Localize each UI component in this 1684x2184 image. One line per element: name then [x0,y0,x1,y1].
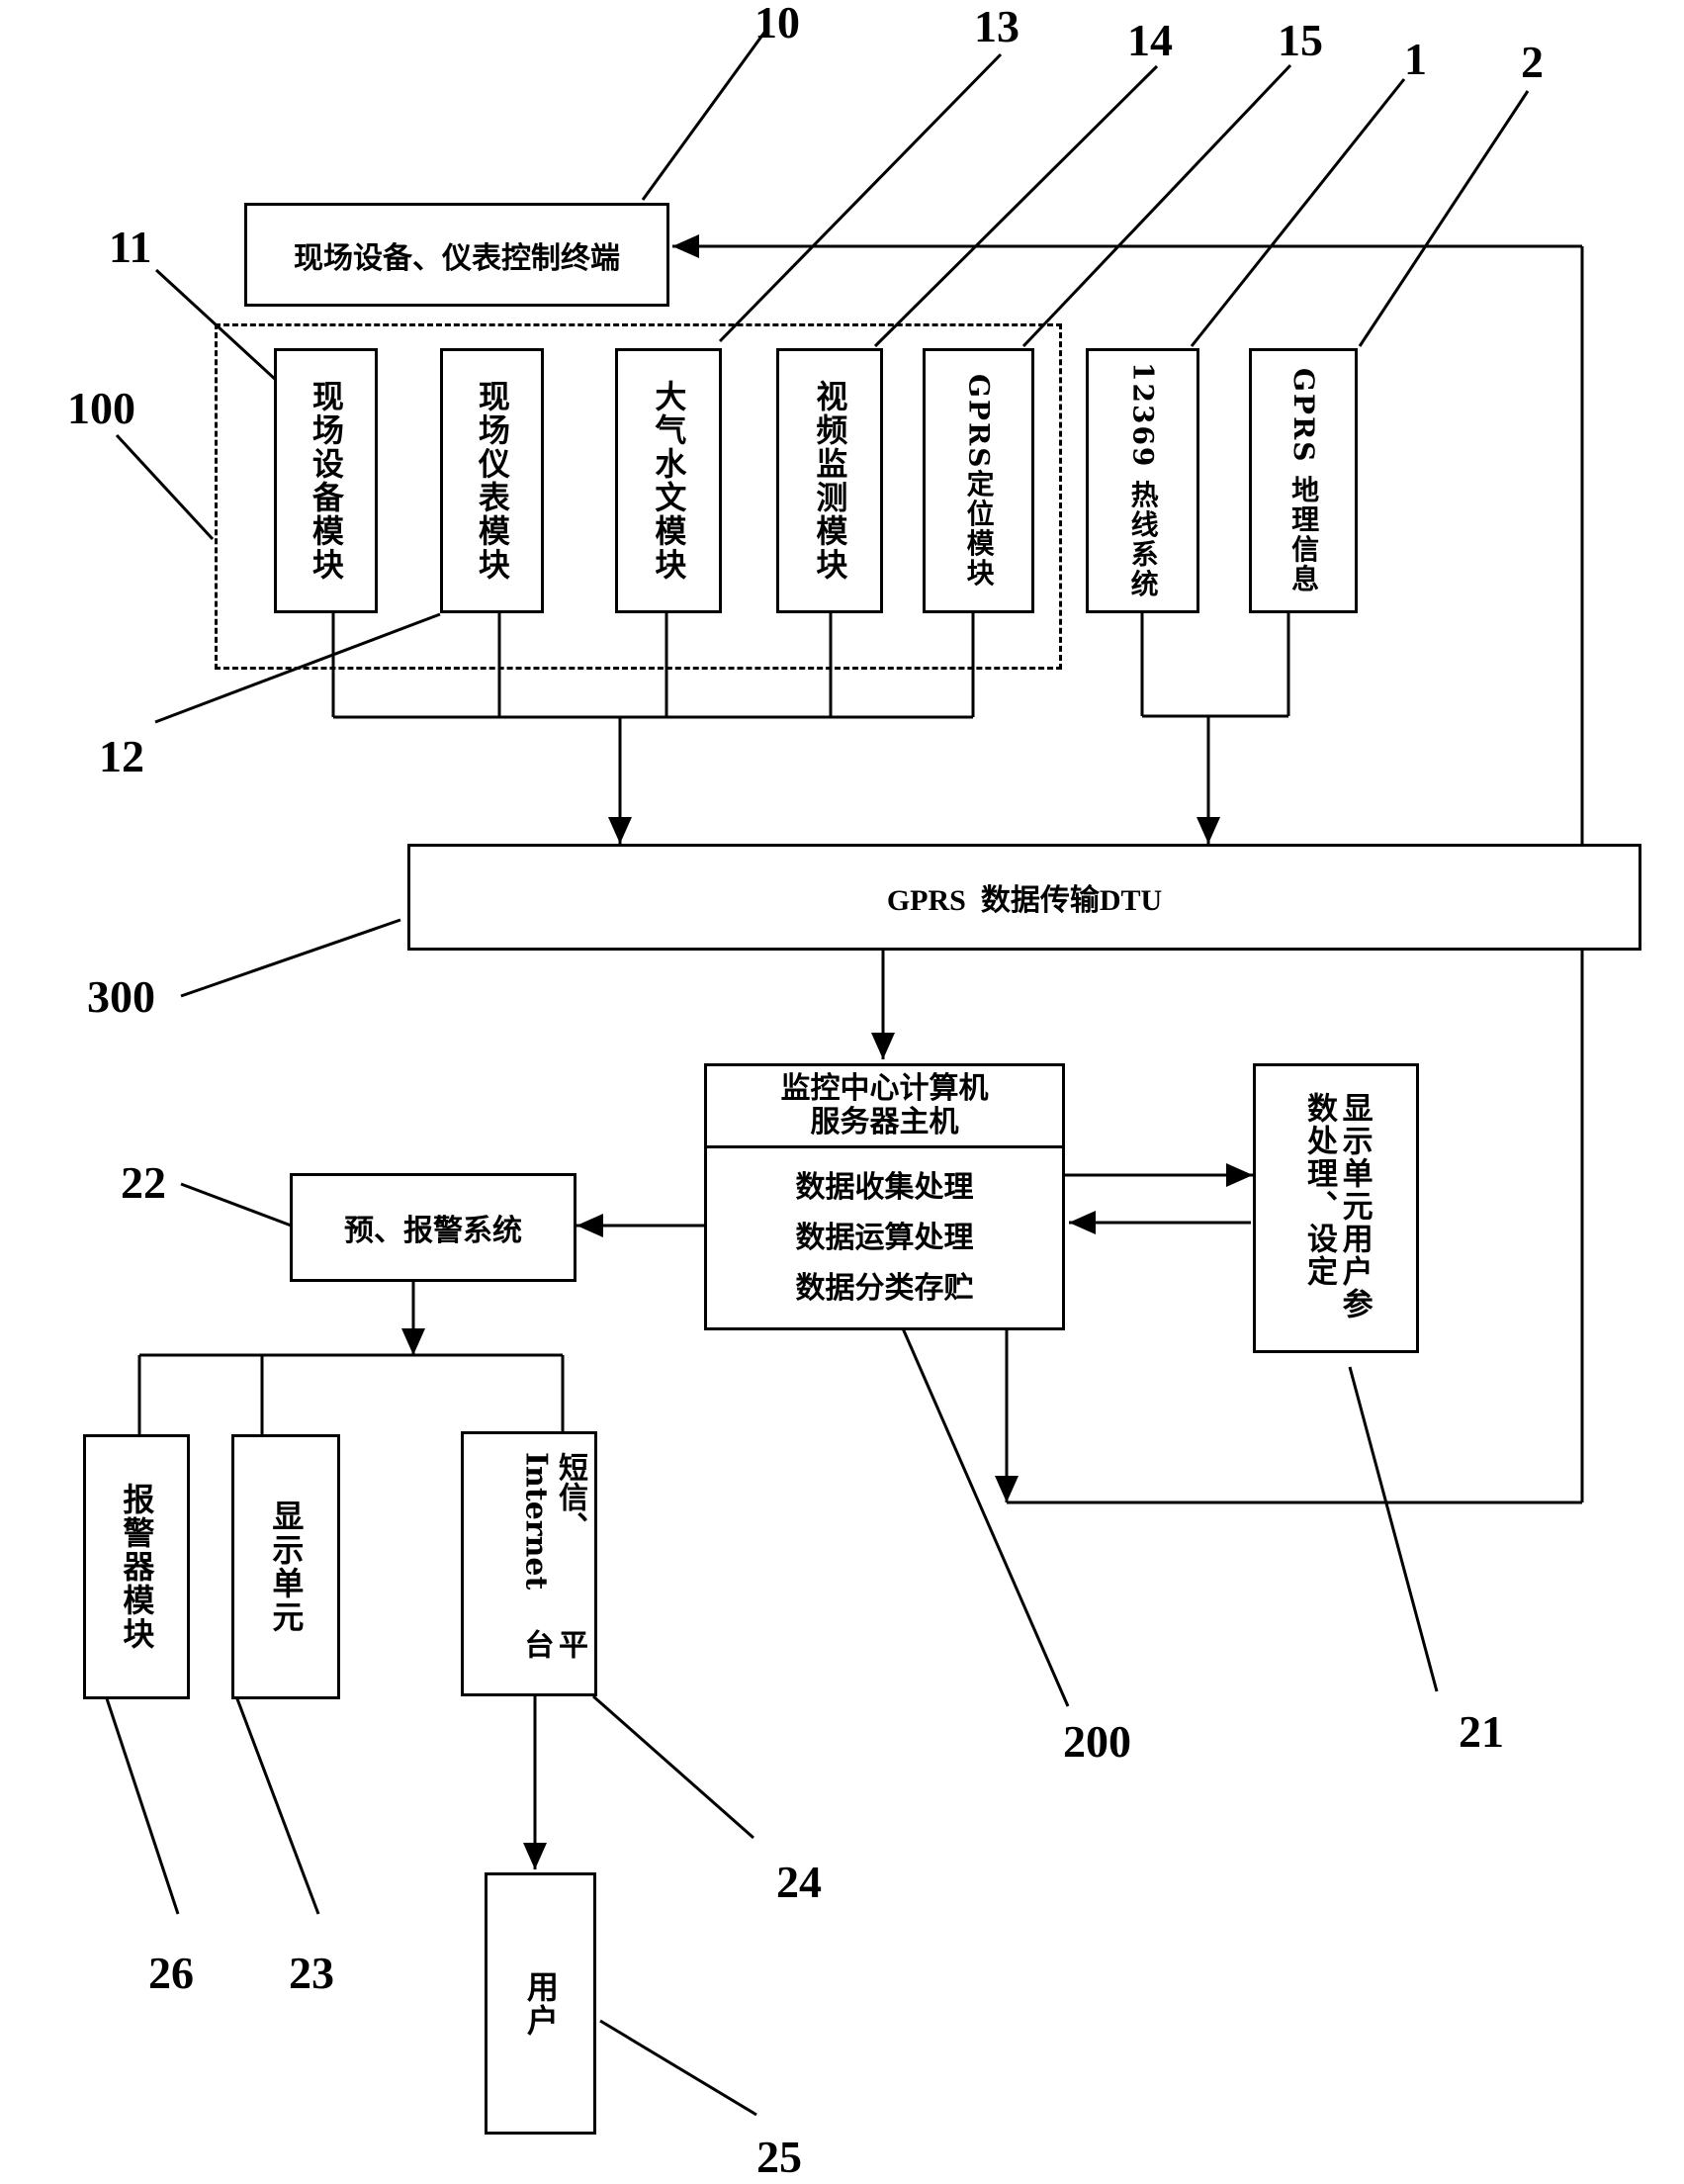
gprs-geo-label: GPRS 地理信息 [1287,367,1321,594]
control-terminal-box: 现场设备、仪表控制终端 [244,203,669,307]
ref-23: 23 [289,1948,334,1998]
instrument-module-label: 现场仪表模块 [473,380,511,582]
alarm-module-label: 报警器模块 [118,1483,156,1651]
equipment-module-label: 现场设备模块 [307,380,345,582]
ref-300: 300 [87,971,155,1022]
ref-14: 14 [1127,15,1173,65]
sms-platform-label-b: 平台 [518,1629,588,1660]
server-function-3: 数据分类存贮 [795,1271,974,1306]
ref-12: 12 [99,731,144,781]
ref-26: 26 [148,1948,194,1998]
ref-13: 13 [974,1,1019,51]
ref-10: 10 [754,0,800,47]
ref-25: 25 [756,2132,802,2182]
display-params-label: 显示单元用户参数处理、设定 [1301,1092,1373,1320]
user-box: 用户 [485,1872,596,2135]
server-function-2: 数据运算处理 [795,1221,974,1255]
warning-system-label: 预、报警系统 [344,1214,522,1248]
video-module-label: 视频监测模块 [811,380,849,582]
ref-11: 11 [109,222,152,272]
sensor-module-group [215,323,1062,670]
server-functions: 数据收集处理 数据运算处理 数据分类存贮 [707,1148,1062,1327]
hydrology-module-label: 大气水文模块 [650,380,688,582]
ref-15: 15 [1278,15,1323,65]
hotline-label: 12369 热线系统 [1126,362,1160,599]
ref-21: 21 [1459,1706,1504,1757]
dtu-label: GPRS 数据传输DTU [886,884,1163,917]
user-label: 用户 [521,1969,560,2038]
gprs-position-module-label: GPRS定位模块 [962,373,996,589]
ref-22: 22 [121,1157,166,1208]
server-title-line2: 服务器主机 [810,1105,959,1139]
sms-platform-box: 短信、Internet 平台 [461,1431,597,1696]
warning-system-box: 预、报警系统 [290,1173,576,1282]
equipment-module-box: 现场设备模块 [274,348,378,613]
dtu-box: GPRS 数据传输DTU [407,844,1641,951]
control-terminal-label: 现场设备、仪表控制终端 [294,240,620,276]
ref-24: 24 [776,1857,822,1907]
server-function-1: 数据收集处理 [795,1170,974,1205]
gprs-geo-box: GPRS 地理信息 [1249,348,1358,613]
server-title-line1: 监控中心计算机 [780,1070,989,1106]
sms-platform-label-a: 短信、Internet [518,1452,588,1591]
ref-2: 2 [1521,37,1544,87]
hydrology-module-box: 大气水文模块 [615,348,722,613]
server-title: 监控中心计算机 服务器主机 [707,1066,1062,1148]
display-unit-label: 显示单元 [267,1500,306,1634]
alarm-module-box: 报警器模块 [83,1434,190,1699]
ref-1: 1 [1404,34,1427,84]
ref-100: 100 [67,383,135,433]
video-module-box: 视频监测模块 [776,348,883,613]
display-unit-box: 显示单元 [231,1434,340,1699]
ref-200: 200 [1063,1716,1131,1767]
server-box: 监控中心计算机 服务器主机 数据收集处理 数据运算处理 数据分类存贮 [704,1063,1065,1330]
hotline-box: 12369 热线系统 [1086,348,1199,613]
instrument-module-box: 现场仪表模块 [440,348,544,613]
gprs-position-module-box: GPRS定位模块 [923,348,1034,613]
display-params-box: 显示单元用户参数处理、设定 [1253,1063,1419,1353]
